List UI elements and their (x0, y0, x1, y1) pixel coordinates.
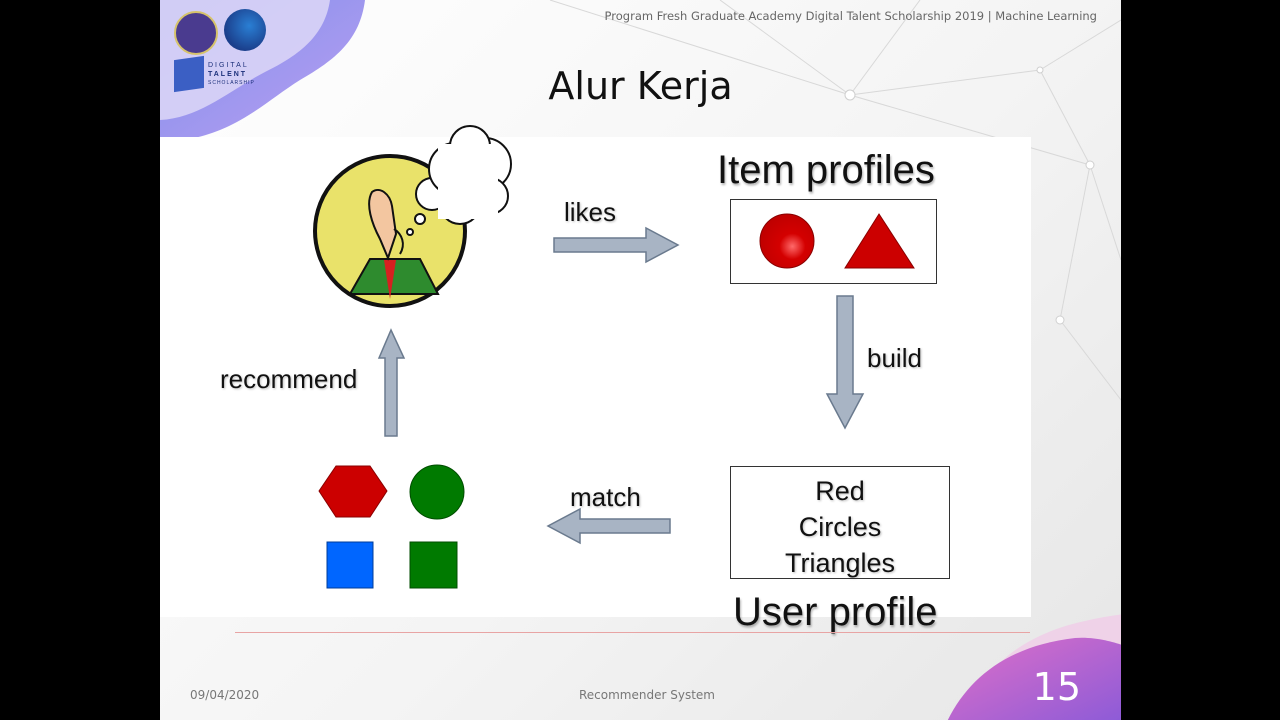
red-hexagon-icon (318, 465, 388, 518)
build-label: build (867, 343, 922, 373)
red-circle-icon (759, 213, 815, 269)
digital-talent-logo-line2: TALENT (208, 71, 248, 78)
footer-divider (235, 632, 1030, 633)
digital-talent-logo-line1: DIGITAL (208, 62, 249, 69)
user-profile-line-triangles: Triangles (784, 548, 896, 578)
blue-square-icon (326, 541, 374, 589)
background-network-decoration (549, 0, 1121, 401)
match-label: match (570, 482, 641, 512)
digital-talent-logo-line3: SCHOLARSHIP (208, 80, 255, 86)
user-profile-box: Red Circles Triangles (730, 466, 950, 579)
red-triangle-icon (844, 213, 915, 269)
user-profile-line-red: Red (815, 476, 865, 506)
green-square-icon (409, 541, 458, 589)
person-thinking-icon (313, 125, 512, 308)
footer-presentation-title: Recommender System (579, 688, 715, 702)
user-profile-label: User profile (733, 590, 938, 634)
bottom-right-wave-decoration (947, 614, 1121, 720)
slide-title: Alur Kerja (548, 64, 733, 108)
footer-date: 09/04/2020 (190, 688, 260, 702)
university-logo (174, 11, 218, 55)
recommend-arrow (377, 328, 406, 437)
user-profile-line-circles: Circles (798, 512, 882, 542)
build-arrow (825, 295, 865, 430)
likes-label: likes (564, 197, 617, 227)
item-profiles-label: Item profiles (717, 148, 935, 192)
recommend-label: recommend (220, 364, 358, 394)
slide: DIGITAL TALENT SCHOLARSHIP Program Fresh… (160, 0, 1121, 720)
slide-number: 15 (1032, 665, 1081, 709)
header-program-text: Program Fresh Graduate Academy Digital T… (604, 9, 1097, 23)
likes-arrow (553, 226, 680, 264)
match-arrow (546, 507, 671, 545)
green-circle-icon (409, 464, 465, 520)
ministry-logo (224, 9, 266, 51)
digital-talent-logo: DIGITAL TALENT SCHOLARSHIP (174, 55, 264, 94)
